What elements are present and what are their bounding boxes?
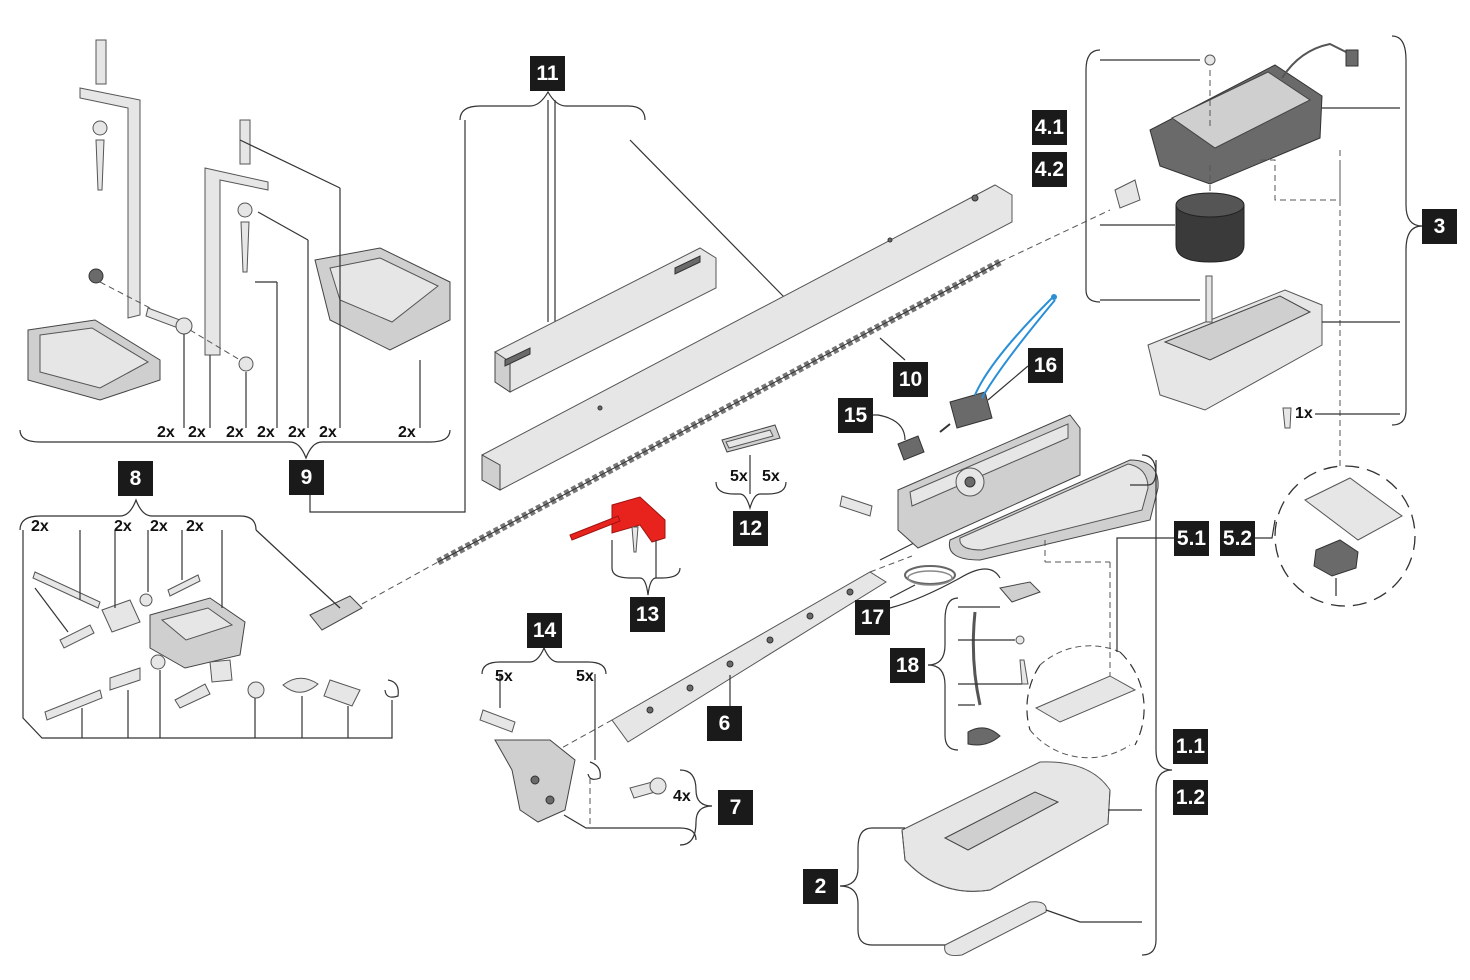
board-detail-5-1-part [1026,645,1145,759]
qty-8-4: 2x [186,518,204,535]
callout-18: 18 [890,648,925,683]
door-bracket-part [479,709,667,823]
clip-part [897,435,925,461]
qty-14-2: 5x [576,668,594,685]
cable-coil-part [904,565,956,586]
callout-3: 3 [1422,209,1457,244]
callout-9: 9 [289,460,324,495]
callout-8: 8 [118,461,153,496]
callout-5-1: 5.1 [1174,521,1209,556]
drive-carriage-part [897,414,1159,561]
qty-9-1: 2x [157,424,175,441]
qty-8-2: 2x [114,518,132,535]
callout-4-1: 4.1 [1032,110,1067,145]
qty-9-5: 2x [288,424,306,441]
callout-14: 14 [527,613,562,648]
red-part-13 [569,496,666,553]
callout-12: 12 [733,511,768,546]
qty-12-1: 5x [730,468,748,485]
qty-9-2: 2x [188,424,206,441]
callout-10: 10 [893,362,928,397]
qty-9-6: 2x [319,424,337,441]
callout-1-2: 1.2 [1173,780,1208,815]
callout-6: 6 [707,706,742,741]
callout-1-1: 1.1 [1173,729,1208,764]
group-3-brace [1085,49,1101,303]
group-1-brace [1141,454,1173,956]
rail-long-part [481,184,1013,491]
housing-cover-part [901,761,1111,892]
callout-17: 17 [855,600,890,635]
group-7-brace [679,769,713,846]
qty-8-1: 2x [31,518,49,535]
callout-5-2: 5.2 [1220,521,1255,556]
group-9-brace [19,429,451,460]
callout-11: 11 [530,56,565,91]
motor-cover-part [1114,42,1359,209]
qty-7: 4x [673,788,691,805]
fixings-set-part [32,571,399,721]
qty-3: 1x [1295,405,1313,422]
group-18-brace [927,597,959,751]
qty-14-1: 5x [495,668,513,685]
carriage-blocks-part [721,424,781,453]
group-11-brace [459,90,646,121]
group-8-brace [19,498,257,531]
base-plate-part [1147,275,1323,429]
bracket-set-part [27,39,451,428]
callout-7: 7 [718,790,753,825]
motor-part [1175,165,1245,263]
group-13-brace [611,567,681,596]
qty-9-4: 2x [257,424,275,441]
rail-short-part [494,247,717,393]
callout-15: 15 [838,398,873,433]
lens-cover-part [944,901,1047,956]
group-2-brace [839,827,873,946]
switch-with-cable-part [939,294,1057,433]
emergency-release-part [967,581,1041,746]
qty-9-7: 2x [398,424,416,441]
qty-8-3: 2x [150,518,168,535]
door-arm-part [611,495,887,743]
callout-16: 16 [1028,348,1063,383]
qty-9-3: 2x [226,424,244,441]
red-slider-part [611,496,666,543]
board-detail-5-2-part [1274,465,1416,607]
group-14-brace [481,646,607,675]
callout-13: 13 [630,597,665,632]
chain-part [436,258,1002,566]
callout-4-2: 4.2 [1032,152,1067,187]
qty-12-2: 5x [762,468,780,485]
callout-2: 2 [803,869,838,904]
group-12-brace [715,481,787,511]
